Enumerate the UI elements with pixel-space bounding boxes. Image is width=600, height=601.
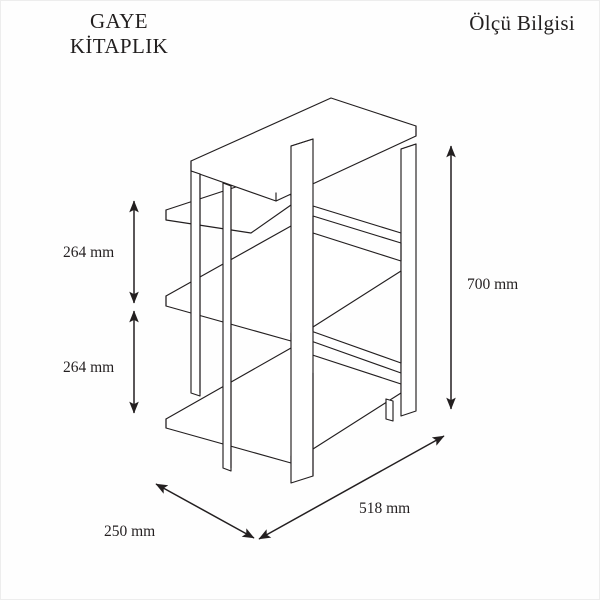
dimension-label-264-upper: 264 mm [63, 244, 114, 261]
shelf-middle-lower [165, 225, 402, 342]
panel-left-support [222, 182, 232, 472]
dimension-label-264-lower: 264 mm [63, 359, 114, 376]
dimension-label-700: 700 mm [467, 276, 518, 293]
dimension-depth: 250 mm [104, 483, 255, 540]
dimension-total-height: 700 mm [446, 145, 518, 410]
dimension-shelf-gap-upper: 264 mm [63, 200, 139, 304]
construction-lines [199, 173, 402, 477]
product-title-line1: GAYE [90, 9, 148, 33]
panel-center-divider [290, 138, 314, 484]
shelf-bottom [165, 347, 402, 464]
section-title: Ölçü Bilgisi [469, 11, 575, 35]
dimension-shelf-gap-lower: 264 mm [63, 310, 139, 414]
dimension-label-250: 250 mm [104, 523, 155, 540]
panel-right-side [400, 143, 417, 417]
dimension-line-518 [258, 435, 445, 540]
bookcase-illustration [165, 97, 417, 484]
dimension-line-250 [155, 483, 255, 539]
product-title: GAYE KİTAPLIK [9, 9, 229, 59]
panel-left-front [190, 170, 201, 397]
dimension-width: 518 mm [258, 435, 445, 540]
product-title-line2: KİTAPLIK [69, 33, 169, 58]
leg-right-rear [385, 398, 394, 422]
dimension-label-518: 518 mm [359, 500, 410, 517]
